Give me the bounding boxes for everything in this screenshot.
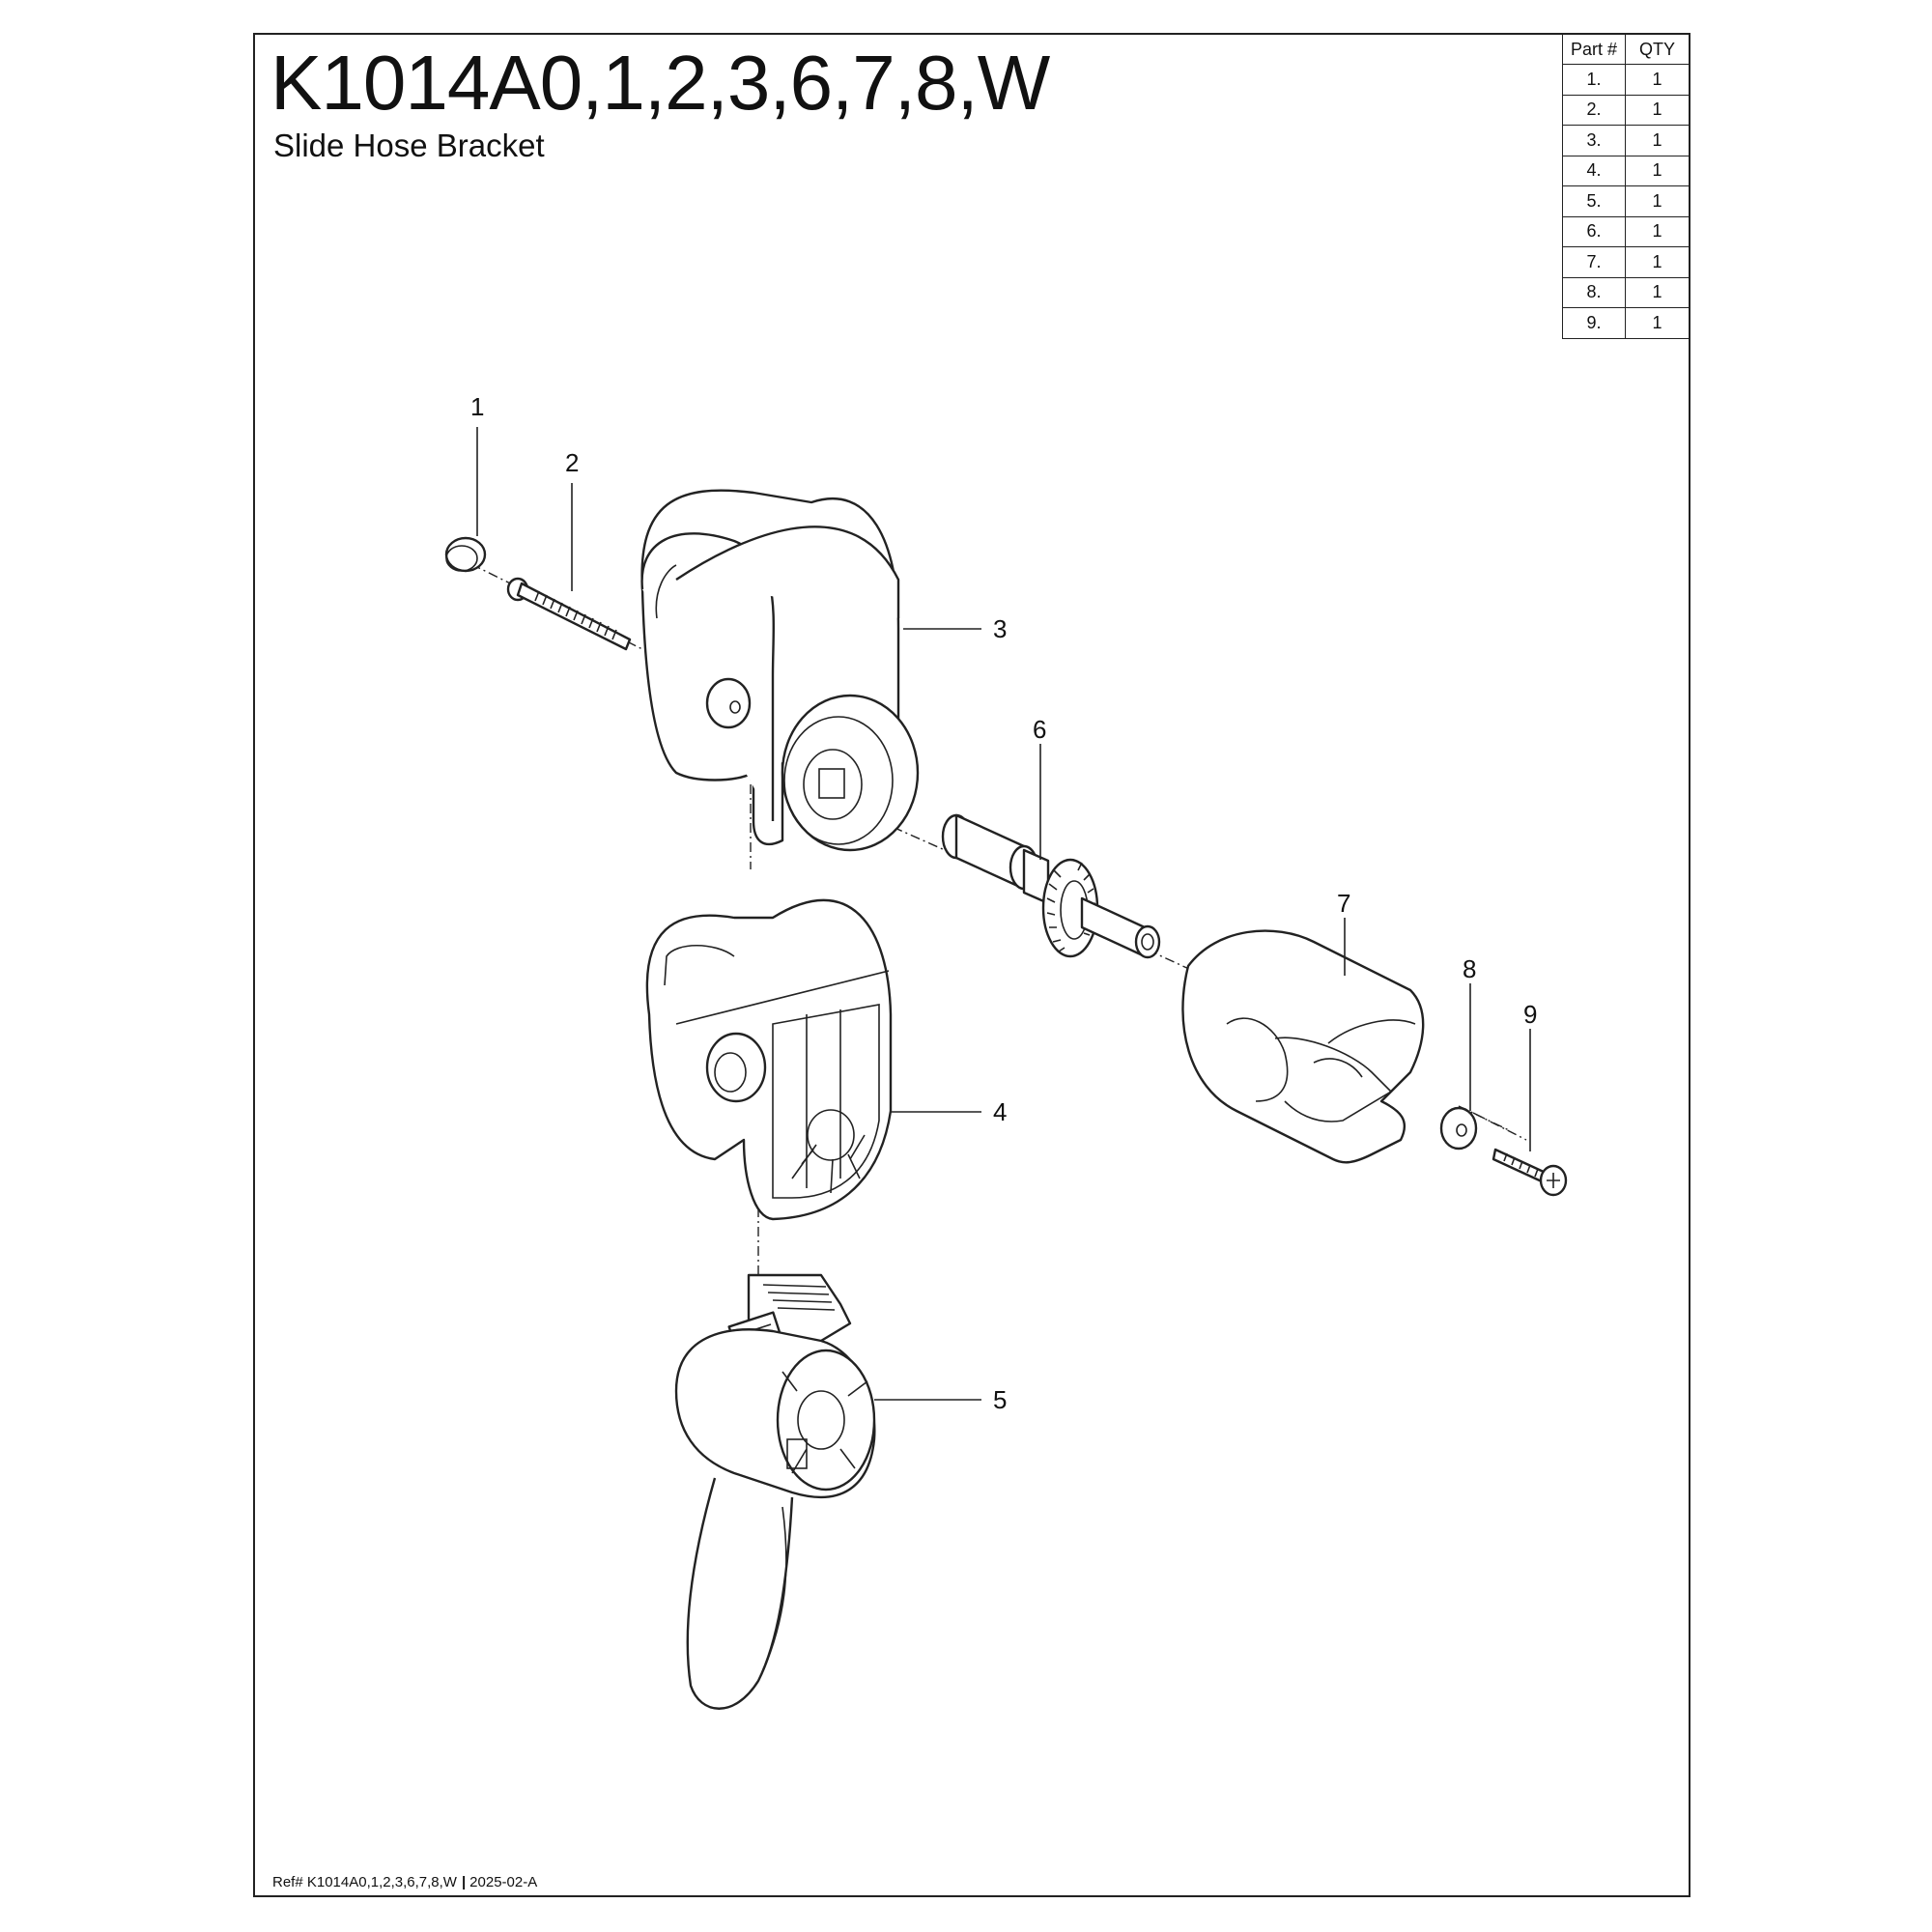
cell-qty: 1 (1625, 94, 1690, 126)
cell-part: 9. (1562, 307, 1626, 339)
callout-4: 4 (993, 1097, 1007, 1126)
part-6-shaft (941, 813, 1161, 959)
callout-7: 7 (1337, 889, 1350, 918)
footer-ref: Ref# K1014A0,1,2,3,6,7,8,W (272, 1874, 457, 1890)
table-row: 9.1 (1562, 307, 1690, 339)
parts-table-header: Part # QTY (1562, 34, 1690, 65)
table-row: 2.1 (1562, 94, 1690, 126)
table-row: 6.1 (1562, 215, 1690, 247)
cell-part: 6. (1562, 215, 1626, 247)
assembly-axes (470, 563, 1527, 1275)
table-row: 4.1 (1562, 155, 1690, 186)
drawing-subtitle: Slide Hose Bracket (273, 128, 545, 163)
cell-part: 3. (1562, 125, 1626, 156)
drawing-sheet-border (253, 33, 1690, 1897)
cell-qty: 1 (1625, 215, 1690, 247)
callout-9: 9 (1523, 1000, 1537, 1029)
cell-qty: 1 (1625, 276, 1690, 308)
table-row: 5.1 (1562, 185, 1690, 217)
column-header-qty: QTY (1625, 34, 1690, 65)
drawing-title: K1014A0,1,2,3,6,7,8,W (270, 40, 1050, 126)
callout-8: 8 (1463, 954, 1476, 983)
callout-2: 2 (565, 448, 579, 477)
part-7-holder (1181, 929, 1425, 1164)
callout-1: 1 (470, 392, 484, 421)
footer-separator: | (461, 1874, 467, 1890)
table-row: 3.1 (1562, 125, 1690, 156)
part-3-upper-housing (640, 489, 920, 852)
footer-revision: 2025-02-A (469, 1874, 538, 1890)
part-5-slider (674, 1273, 876, 1710)
drawing-footer: Ref# K1014A0,1,2,3,6,7,8,W|2025-02-A (272, 1874, 537, 1890)
part-1-cap (444, 536, 487, 573)
callout-6: 6 (1033, 715, 1046, 744)
callout-3: 3 (993, 614, 1007, 643)
part-2-screw (506, 577, 632, 651)
cell-qty: 1 (1625, 246, 1690, 278)
cell-part: 5. (1562, 185, 1626, 217)
cell-qty: 1 (1625, 185, 1690, 217)
part-4-inner-housing (645, 898, 893, 1221)
part-8-washer (1439, 1106, 1478, 1151)
column-header-part: Part # (1562, 34, 1626, 65)
leader-lines (476, 427, 1531, 1401)
part-9-screw (1492, 1148, 1568, 1197)
parts-table: Part # QTY 1.1 2.1 3.1 4.1 5.1 6.1 7.1 8… (1562, 34, 1690, 339)
cell-qty: 1 (1625, 307, 1690, 339)
cell-qty: 1 (1625, 155, 1690, 186)
callout-5: 5 (993, 1385, 1007, 1414)
